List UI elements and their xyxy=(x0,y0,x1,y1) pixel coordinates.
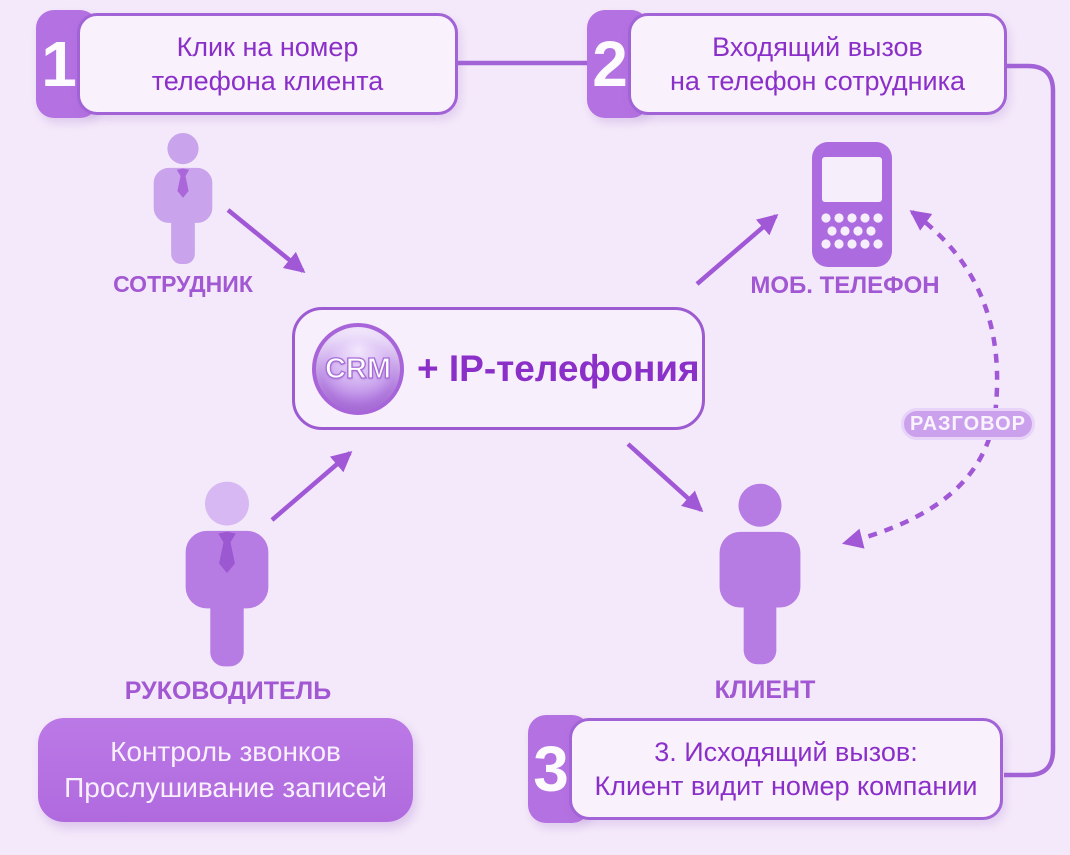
crm-sphere-label: CRM xyxy=(324,352,392,385)
step-2-text-line2: на телефон сотрудника xyxy=(669,66,966,96)
dashed-conversation-arc xyxy=(841,210,1000,549)
step-2-number: 2 xyxy=(592,28,628,100)
call-control-line2: Прослушивание записей xyxy=(64,772,387,803)
step-3-number: 3 xyxy=(533,733,569,805)
connector-step2-step3 xyxy=(1004,63,1056,778)
manager-label: РУКОВОДИТЕЛЬ xyxy=(124,677,332,705)
crm-sphere-icon: CRM xyxy=(312,323,404,415)
step-1-number: 1 xyxy=(41,28,77,100)
step-1-box: 1 Клик на номер телефона клиента xyxy=(36,10,458,118)
step-1-text-line1: Клик на номер xyxy=(176,32,359,62)
arrow-manager-to-crm xyxy=(270,450,353,522)
client-label: КЛИЕНТ xyxy=(714,676,816,704)
arrow-employee-to-crm xyxy=(226,208,306,273)
step-3-text-line2: Клиент видит номер компании xyxy=(594,771,978,801)
mobile-phone-label: МОБ. ТЕЛЕФОН xyxy=(750,272,940,299)
step-3-panel: 3. Исходящий вызов: Клиент видит номер к… xyxy=(569,718,1003,820)
step-3-text-line1: 3. Исходящий вызов: xyxy=(654,737,918,767)
call-control-box: Контроль звонков Прослушивание записей xyxy=(38,718,413,822)
step-1-panel: Клик на номер телефона клиента xyxy=(77,13,458,115)
step-3-box: 3 3. Исходящий вызов: Клиент видит номер… xyxy=(528,715,1003,823)
conversation-badge: РАЗГОВОР xyxy=(901,408,1035,440)
manager-person-icon xyxy=(183,474,271,674)
employee-person-icon xyxy=(151,133,215,264)
step-2-box: 2 Входящий вызов на телефон сотрудника xyxy=(587,10,1007,118)
crm-center-box: CRM + IP-телефония xyxy=(292,307,705,430)
step-1-text-line2: телефона клиента xyxy=(151,66,384,96)
crm-text: + IP-телефония xyxy=(417,347,700,389)
client-person-icon xyxy=(717,474,803,674)
step-2-text-line1: Входящий вызов xyxy=(712,32,923,62)
employee-label: СОТРУДНИК xyxy=(113,271,253,297)
step-2-panel: Входящий вызов на телефон сотрудника xyxy=(628,13,1007,115)
arrow-crm-to-client xyxy=(626,442,704,513)
call-control-line1: Контроль звонков xyxy=(110,736,341,767)
mobile-phone-icon xyxy=(812,142,892,267)
arrow-crm-to-phone xyxy=(695,213,779,286)
